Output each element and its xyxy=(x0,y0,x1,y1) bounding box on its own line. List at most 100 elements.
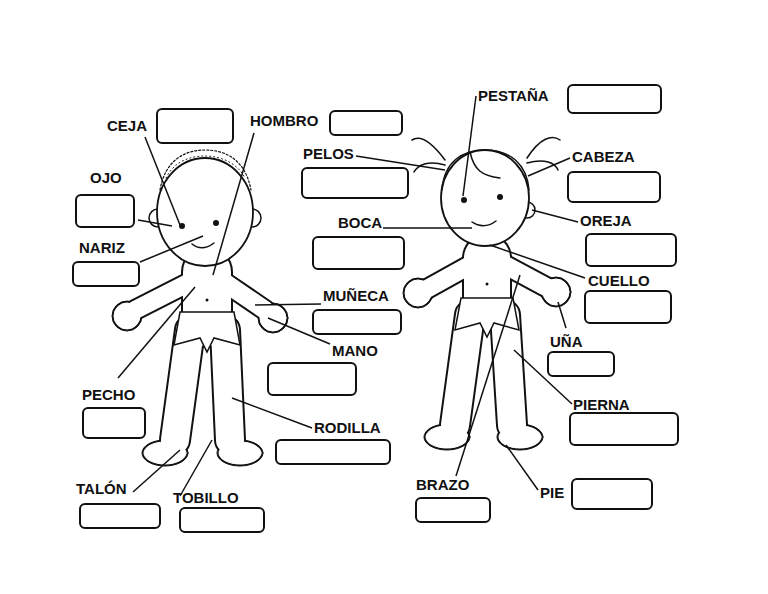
leader-line xyxy=(383,227,472,229)
leader-line xyxy=(514,350,572,404)
part-label: PIERNA xyxy=(573,397,630,412)
answer-box xyxy=(585,291,671,323)
answer-box xyxy=(330,111,402,135)
leader-line xyxy=(490,245,585,278)
hair xyxy=(442,150,529,190)
part-label: CEJA xyxy=(107,118,147,133)
part-label: BRAZO xyxy=(416,477,469,492)
navel xyxy=(486,283,489,286)
part-label: PELOS xyxy=(303,146,354,161)
leader-line xyxy=(255,304,321,305)
underwear xyxy=(455,298,519,337)
hair xyxy=(160,150,251,190)
part-label: PIE xyxy=(540,485,564,500)
part-label: CUELLO xyxy=(588,273,650,288)
answer-box xyxy=(313,237,404,269)
leg xyxy=(505,315,512,425)
answer-box xyxy=(83,408,145,438)
answer-box xyxy=(76,195,134,227)
answer-box xyxy=(302,168,408,198)
leg xyxy=(455,315,470,425)
hand xyxy=(543,279,569,305)
eye xyxy=(497,194,503,200)
foot xyxy=(219,442,261,464)
answer-box xyxy=(80,504,160,528)
body-fill xyxy=(405,258,569,448)
foot xyxy=(144,442,186,464)
answer-box xyxy=(268,363,356,395)
leg xyxy=(505,315,512,425)
foot xyxy=(499,426,541,448)
answer-box xyxy=(276,440,390,464)
eye xyxy=(213,220,219,226)
leg xyxy=(455,315,470,425)
leader-line xyxy=(145,137,180,225)
leg xyxy=(225,330,230,440)
underwear xyxy=(174,312,240,352)
answer-boxes xyxy=(73,85,678,532)
part-label: PESTAÑA xyxy=(478,88,549,103)
head xyxy=(441,150,529,246)
foot xyxy=(426,426,468,448)
leader-line xyxy=(558,302,566,328)
leader-line xyxy=(138,220,172,226)
leg xyxy=(175,330,190,440)
arm xyxy=(425,265,470,290)
answer-box xyxy=(73,262,139,286)
leader-line xyxy=(180,440,212,496)
leader-line xyxy=(356,156,445,170)
answer-box xyxy=(157,109,233,143)
answer-box xyxy=(570,413,678,445)
part-label: CABEZA xyxy=(572,149,635,164)
part-label: TALÓN xyxy=(76,481,127,496)
hand xyxy=(114,303,140,329)
leg xyxy=(225,330,230,440)
navel xyxy=(206,299,209,302)
body-outline xyxy=(112,272,288,466)
answer-box xyxy=(416,498,490,522)
part-label: MUÑECA xyxy=(323,288,389,303)
answer-box xyxy=(180,508,264,532)
leader-line xyxy=(213,133,254,275)
leader-line xyxy=(118,287,195,378)
part-label: HOMBRO xyxy=(250,113,318,128)
answer-box xyxy=(568,85,661,113)
answer-box xyxy=(572,479,652,509)
part-label: OJO xyxy=(90,170,122,185)
mouth xyxy=(192,243,214,248)
boy-figure xyxy=(112,150,288,466)
leader-lines xyxy=(118,96,585,496)
girl-figure xyxy=(403,137,571,450)
leader-line xyxy=(532,210,578,222)
arm xyxy=(135,282,190,310)
answer-box xyxy=(586,234,676,266)
part-label: OREJA xyxy=(580,213,632,228)
answer-box xyxy=(548,352,614,376)
answer-box xyxy=(568,172,660,202)
eye xyxy=(461,197,467,203)
mouth xyxy=(472,221,496,226)
part-label: MANO xyxy=(332,343,378,358)
part-label: BOCA xyxy=(338,215,382,230)
leader-line xyxy=(528,158,570,176)
hand xyxy=(405,280,431,306)
leg xyxy=(175,330,190,440)
part-label: UÑA xyxy=(550,334,583,349)
leader-line xyxy=(463,96,476,196)
part-label: TOBILLO xyxy=(173,490,239,505)
leader-line xyxy=(133,450,180,492)
body-fill xyxy=(114,272,286,464)
hand xyxy=(260,305,286,331)
leader-line xyxy=(456,275,520,476)
body-outline xyxy=(403,258,571,450)
leader-line xyxy=(506,445,538,490)
part-label: PECHO xyxy=(82,387,135,402)
leader-line xyxy=(268,318,330,344)
part-label: NARIZ xyxy=(79,240,125,255)
leader-line xyxy=(232,398,312,428)
hair xyxy=(166,156,245,178)
answer-box xyxy=(313,310,401,334)
leader-line xyxy=(140,236,203,262)
arm xyxy=(505,265,548,288)
